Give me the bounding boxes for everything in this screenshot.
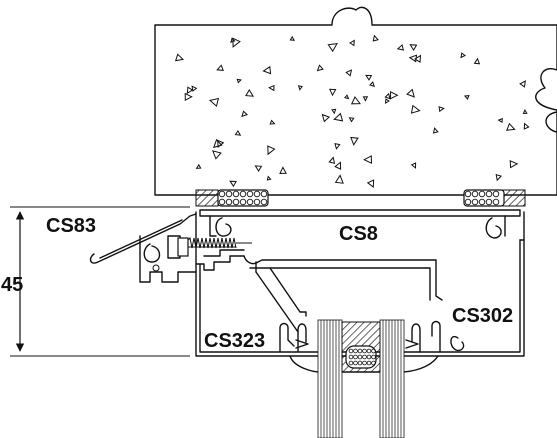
aggregate-mark xyxy=(348,117,355,123)
sealant-left xyxy=(195,189,219,207)
aggregate-mark xyxy=(297,85,303,91)
glazing-bead-profile xyxy=(243,255,443,333)
aggregate-mark xyxy=(174,53,185,62)
aggregate-mark xyxy=(321,113,331,123)
gasket-right xyxy=(463,189,505,207)
aggregate-mark xyxy=(432,127,439,134)
aggregate-mark xyxy=(409,44,418,51)
connector-bracket xyxy=(195,249,245,271)
concrete-block xyxy=(154,6,557,196)
fixing-screw xyxy=(177,236,252,257)
aggregate-mark xyxy=(236,78,242,84)
cs8-head-profile xyxy=(199,209,521,239)
aggregate-mark xyxy=(522,109,528,115)
aggregate-mark xyxy=(266,175,272,181)
aggregate-mark xyxy=(329,88,337,97)
cs83-profile xyxy=(89,213,197,283)
aggregate-mark xyxy=(365,74,373,81)
dimension-45 xyxy=(10,206,190,357)
aggregate-mark xyxy=(366,179,375,188)
aggregate-mark xyxy=(384,92,391,100)
aggregate-mark xyxy=(245,89,255,97)
aggregate-mark xyxy=(334,161,342,170)
aggregate-mark xyxy=(334,174,344,184)
glass-pane-right xyxy=(379,319,405,438)
label-cs83: CS83 xyxy=(46,215,96,237)
aggregate-mark xyxy=(269,119,276,125)
aggregate-mark xyxy=(463,95,470,100)
aggregate-mark xyxy=(372,34,379,42)
aggregate-mark xyxy=(408,54,418,63)
aggregate-mark xyxy=(523,122,530,130)
label-cs8: CS8 xyxy=(339,223,378,245)
aggregate-mark xyxy=(389,90,399,100)
label-cs302: CS302 xyxy=(452,305,513,327)
concrete-aggregate xyxy=(174,34,530,188)
aggregate-mark xyxy=(345,69,353,77)
glass-clip-left xyxy=(279,322,309,353)
aggregate-mark xyxy=(262,65,272,75)
aggregate-mark xyxy=(186,86,194,95)
aggregate-mark xyxy=(519,80,526,88)
aggregate-mark xyxy=(384,98,390,105)
aggregate-mark xyxy=(191,85,198,92)
aggregate-mark xyxy=(334,142,341,150)
aggregate-mark xyxy=(406,88,415,98)
aggregate-mark xyxy=(195,163,202,169)
aggregate-mark xyxy=(211,150,222,160)
dimension-value: 45 xyxy=(1,274,23,296)
aggregate-mark xyxy=(232,37,241,48)
aggregate-mark xyxy=(369,81,375,88)
aggregate-mark xyxy=(350,136,359,146)
aggregate-mark xyxy=(184,92,193,102)
aggregate-mark xyxy=(509,160,519,169)
aggregate-mark xyxy=(414,54,422,63)
aggregate-mark xyxy=(438,106,445,113)
aggregate-mark xyxy=(343,94,350,100)
aggregate-mark xyxy=(410,104,421,114)
glass-pane-left xyxy=(317,319,343,438)
aggregate-mark xyxy=(216,64,224,71)
aggregate-mark xyxy=(254,165,263,172)
aggregate-mark xyxy=(279,166,287,175)
aggregate-mark xyxy=(362,96,369,102)
aggregate-mark xyxy=(497,117,503,124)
aggregate-mark xyxy=(495,173,503,182)
aggregate-mark xyxy=(230,37,236,43)
aggregate-mark xyxy=(289,35,296,41)
aggregate-mark xyxy=(396,44,405,51)
aggregate-mark xyxy=(267,145,276,156)
glass-spacer xyxy=(341,321,381,373)
aggregate-mark xyxy=(327,42,338,53)
aggregate-mark xyxy=(349,39,355,47)
aggregate-mark xyxy=(268,84,275,92)
aggregate-mark xyxy=(363,155,373,165)
aggregate-mark xyxy=(316,64,324,72)
aggregate-mark xyxy=(234,129,242,136)
aggregate-mark xyxy=(217,139,225,148)
aggregate-mark xyxy=(350,96,361,105)
aggregate-mark xyxy=(506,122,516,131)
gasket-left xyxy=(217,189,269,207)
aggregate-mark xyxy=(331,108,337,115)
label-cs323: CS323 xyxy=(204,330,265,352)
aggregate-mark xyxy=(208,97,220,108)
aggregate-mark xyxy=(328,156,336,164)
aggregate-mark xyxy=(333,112,344,122)
glass-clip-right xyxy=(405,320,465,353)
aggregate-mark xyxy=(410,162,417,169)
aggregate-mark xyxy=(241,110,248,118)
aggregate-mark xyxy=(460,52,466,59)
aggregate-mark xyxy=(229,180,237,188)
aggregate-mark xyxy=(473,57,481,65)
